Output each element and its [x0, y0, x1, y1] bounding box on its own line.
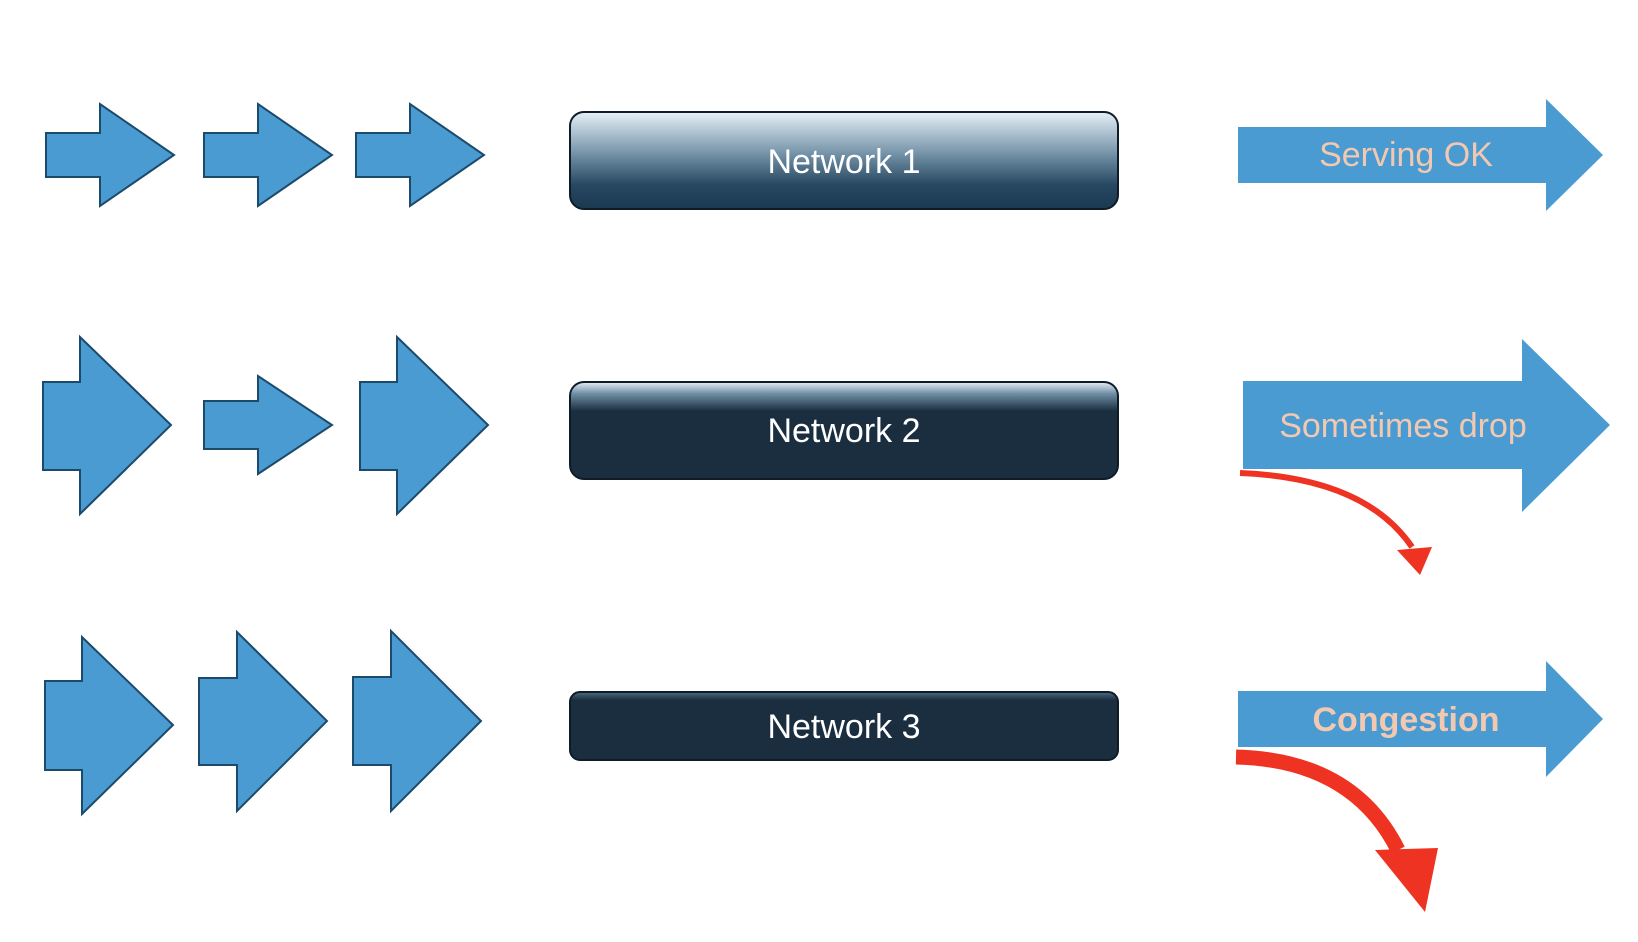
- network-1-label: Network 1: [767, 143, 920, 181]
- network-2-box: Network 2: [569, 381, 1119, 480]
- row-3: Network 3 Congestion: [44, 628, 1603, 912]
- output-3: Congestion: [1235, 661, 1603, 912]
- row-3-inputs: [44, 628, 483, 817]
- output-arrow: [1238, 99, 1603, 211]
- output-arrow: [1243, 339, 1610, 512]
- input-arrow-small: [203, 374, 334, 476]
- network-2-label: Network 2: [767, 412, 920, 450]
- row-2-inputs: [42, 334, 490, 517]
- output-2-label: Sometimes drop: [1279, 407, 1527, 445]
- output-1: Serving OK: [1238, 99, 1603, 211]
- output-3-label: Congestion: [1313, 701, 1500, 739]
- network-3-box: Network 3: [569, 691, 1119, 761]
- input-arrow-large: [198, 629, 329, 814]
- output-2: Sometimes drop: [1239, 339, 1610, 575]
- input-arrow-large: [42, 334, 173, 517]
- output-arrow: [1238, 661, 1603, 777]
- input-arrow-large: [352, 628, 483, 814]
- network-3-label: Network 3: [767, 708, 920, 746]
- input-arrow-small: [355, 102, 486, 208]
- row-1-inputs: [45, 102, 486, 208]
- input-arrow-large: [359, 334, 490, 517]
- row-2: Network 2 Sometimes drop: [42, 334, 1610, 575]
- output-1-label: Serving OK: [1319, 136, 1493, 174]
- input-arrow-small: [203, 102, 334, 208]
- input-arrow-small: [45, 102, 176, 208]
- network-1-box: Network 1: [569, 111, 1119, 210]
- drop-arrow: [1239, 470, 1432, 575]
- input-arrow-large: [44, 634, 175, 817]
- drop-arrow: [1235, 749, 1438, 912]
- row-1: Network 1 Serving OK: [45, 99, 1603, 211]
